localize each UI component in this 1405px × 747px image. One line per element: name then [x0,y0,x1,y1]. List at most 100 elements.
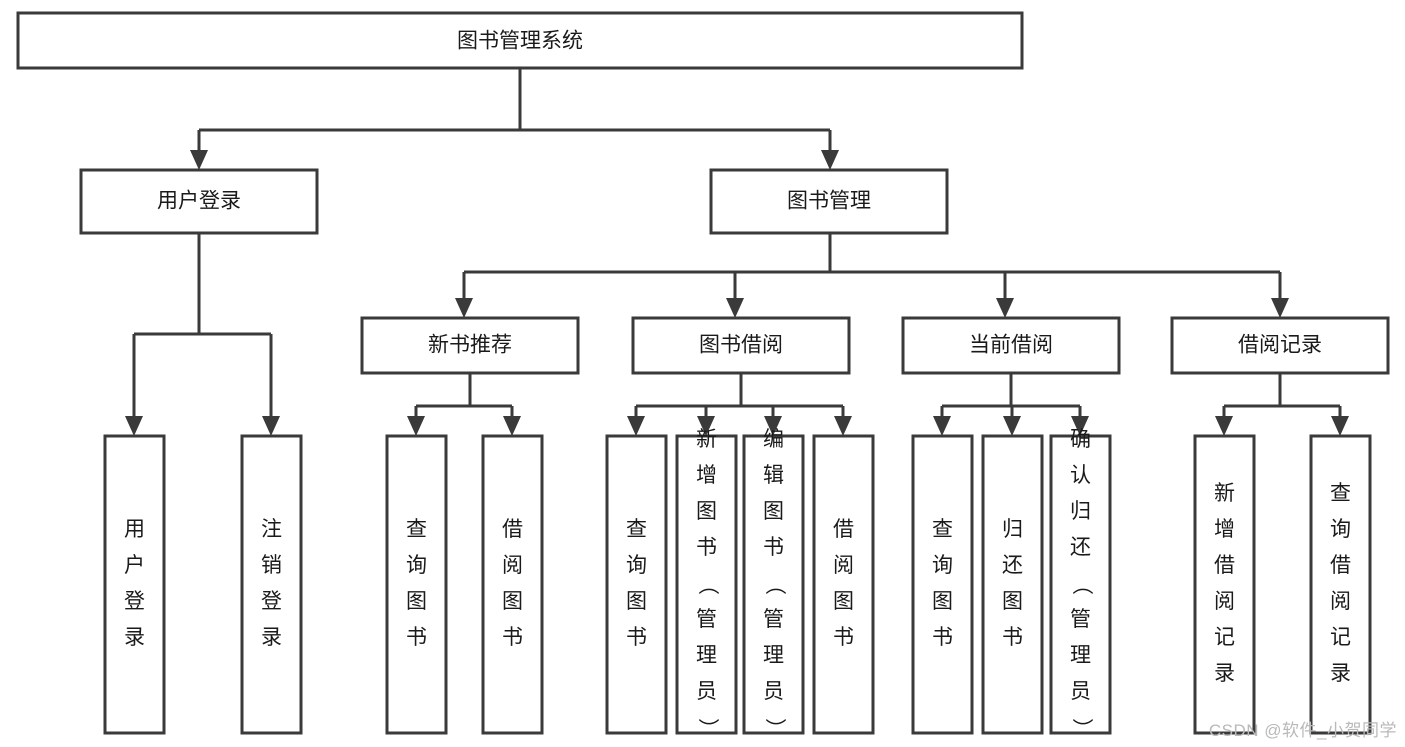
svg-text:图: 图 [1002,590,1023,613]
svg-text:书: 书 [763,536,784,559]
node-book-manage[interactable]: 图书管理 [709,168,949,235]
svg-text:辑: 辑 [763,464,784,487]
node-borrow-record-box[interactable] [1170,316,1390,375]
leaf-query-book-1-box[interactable] [385,434,448,735]
arrow-to-leaf-borrow-book-2 [834,416,852,436]
arrow-to-leaf-query-book-1 [407,416,425,436]
node-book-manage-box[interactable] [709,168,949,235]
svg-text:理: 理 [696,644,717,667]
leaf-return-book-box[interactable] [981,434,1044,735]
svg-text:员: 员 [763,680,784,703]
node-new-book-rec[interactable]: 新书推荐 [360,316,580,375]
arrow-to-leaf-query-book-3 [933,416,951,436]
svg-text:还: 还 [1070,536,1091,559]
node-book-borrow-box[interactable] [631,316,851,375]
svg-text:用: 用 [124,518,145,541]
svg-text:图: 图 [696,500,717,523]
node-new-book-rec-box[interactable] [360,316,580,375]
arrow-to-leaf-return-book [1003,416,1021,436]
arrow-to-leaf-user-login [125,416,143,436]
node-current-borrow-label: 当前借阅 [969,334,1053,357]
svg-text:图: 图 [833,590,854,613]
svg-text:询: 询 [1330,518,1351,541]
svg-text:记: 记 [1330,626,1351,649]
svg-text:编: 编 [763,428,784,451]
node-book-borrow-label: 图书借阅 [699,334,783,357]
svg-text:图: 图 [502,590,523,613]
svg-text:确: 确 [1070,428,1091,451]
svg-text:管: 管 [763,608,784,631]
node-root-box[interactable] [16,11,1024,70]
svg-text:借: 借 [502,518,523,541]
node-current-borrow-box[interactable] [901,316,1121,375]
leaf-query-record-box[interactable] [1309,434,1372,735]
svg-text:书: 书 [502,626,523,649]
leaf-borrow-book-1-box[interactable] [481,434,544,735]
node-borrow-record-label: 借阅记录 [1238,334,1322,357]
arrow-to-leaf-confirm-return [1071,416,1089,436]
svg-text:理: 理 [763,644,784,667]
svg-text:增: 增 [696,464,717,487]
svg-text:（: （ [763,574,786,595]
node-user-login-box[interactable] [79,168,319,235]
leaf-user-logout-box[interactable] [240,434,303,735]
node-root[interactable]: 图书管理系统 [16,11,1024,70]
leaf-user-login-box[interactable] [103,434,166,735]
node-current-borrow[interactable]: 当前借阅 [901,316,1121,375]
svg-text:归: 归 [1002,518,1023,541]
svg-text:还: 还 [1002,554,1023,577]
svg-text:阅: 阅 [502,554,523,577]
svg-text:归: 归 [1070,500,1091,523]
arrow-to-leaf-borrow-book-1 [503,416,521,436]
arrow-to-user-login [190,150,208,170]
connector-layer [125,68,1349,436]
arrow-to-book-borrow [726,298,744,318]
node-borrow-record[interactable]: 借阅记录 [1170,316,1390,375]
node-book-borrow[interactable]: 图书借阅 [631,316,851,375]
svg-text:）: ） [696,718,719,739]
svg-text:（: （ [1070,574,1093,595]
leaf-node-group [103,434,1372,735]
leaf-add-book-box[interactable] [675,434,738,735]
svg-text:新: 新 [1214,482,1235,505]
leaf-edit-book-box[interactable] [742,434,805,735]
svg-text:管: 管 [1070,608,1091,631]
node-new-book-rec-label: 新书推荐 [428,334,512,357]
svg-text:阅: 阅 [833,554,854,577]
leaf-query-book-3-box[interactable] [911,434,974,735]
svg-text:询: 询 [406,554,427,577]
svg-text:户: 户 [124,554,145,577]
arrow-to-leaf-edit-book [764,416,782,436]
node-root-label: 图书管理系统 [457,30,583,53]
arrow-to-leaf-add-book [697,416,715,436]
arrow-to-new-book-rec [455,298,473,318]
svg-text:录: 录 [1330,662,1351,685]
svg-text:书: 书 [406,626,427,649]
node-user-login[interactable]: 用户登录 [79,168,319,235]
arrow-to-leaf-user-logout [262,416,280,436]
svg-text:书: 书 [696,536,717,559]
svg-text:认: 认 [1070,464,1091,487]
svg-text:记: 记 [1214,626,1235,649]
svg-text:查: 查 [932,518,953,541]
leaf-add-record-box[interactable] [1193,434,1256,735]
leaf-borrow-book-2-box[interactable] [812,434,875,735]
leaf-confirm-return-box[interactable] [1049,434,1112,735]
svg-text:阅: 阅 [1214,590,1235,613]
svg-text:询: 询 [626,554,647,577]
svg-text:员: 员 [696,680,717,703]
leaf-query-book-2-box[interactable] [605,434,668,735]
svg-text:登: 登 [261,590,282,613]
svg-text:查: 查 [1330,482,1351,505]
